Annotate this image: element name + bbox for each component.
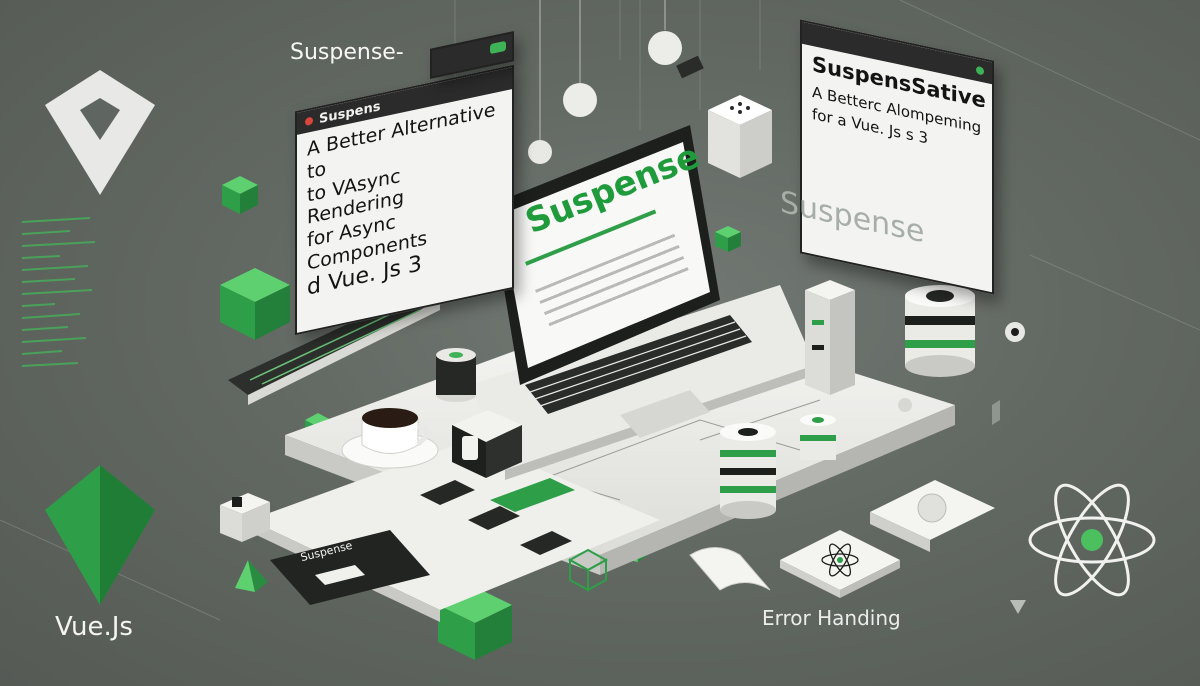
green-cube-4 [715,226,741,252]
lower-tiles [220,478,575,555]
hanging-spheres [528,0,1025,412]
error-handling-tile [780,530,900,598]
left-article-card: Suspens A Better Alternative to to VAsyn… [295,64,514,336]
drum-stack-left [436,348,476,402]
coffee-cup-icon [341,408,439,469]
drum-small [800,414,836,460]
green-pyramid-1 [235,560,268,592]
top-suspense-label: Suspense- [290,40,404,65]
status-dot-icon [976,65,984,76]
triangle-marker-icon [1010,600,1026,614]
atom-icon [1028,483,1156,597]
chevron-small-icon [992,400,1000,425]
small-card-panel [270,530,430,605]
drum-stack-right [905,285,975,377]
paper-sheet [689,547,771,591]
left-strip-panel [228,290,440,405]
green-cube-2 [222,176,258,214]
black-cube [452,410,522,478]
window-button-icon [490,40,506,55]
right-floating-tile [870,480,995,552]
vue-label: Vue.Js [55,612,133,642]
vue-logo-green-icon [45,465,155,605]
wire-cube-icon [567,548,609,592]
drum-stack-center [720,423,776,519]
laptop [470,125,815,480]
right-article-card: SuspensSative A Betterc Alompeming for a… [800,19,994,295]
server-tower [805,280,855,395]
vue-logo-white-icon [45,70,155,195]
close-dot-icon [305,116,313,127]
green-cube-1 [220,268,290,340]
code-lines-left [21,217,96,367]
speaker-box [708,95,772,178]
error-handling-label: Error Handing [762,606,901,630]
